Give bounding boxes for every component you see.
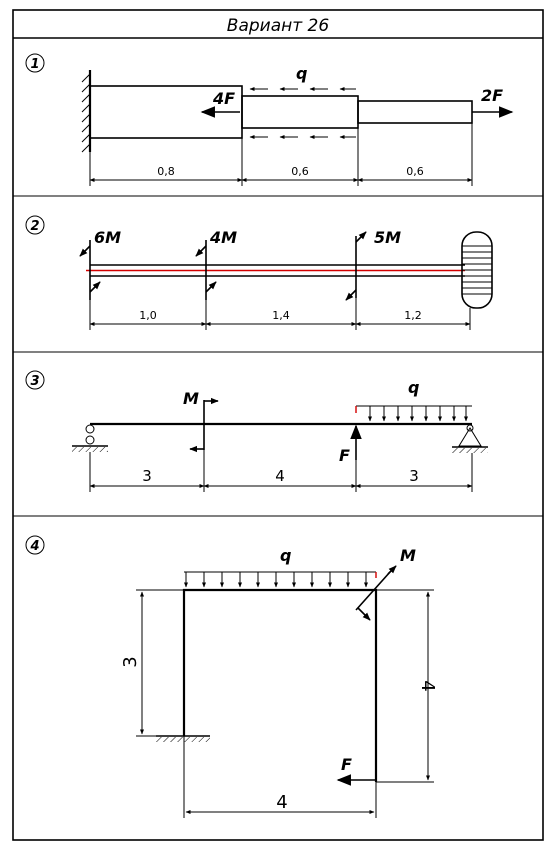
distributed-load-arrows — [249, 87, 356, 139]
problem-4-number-circle — [25, 535, 45, 555]
frame-height-right: 4 — [417, 680, 438, 691]
problem-2-panel: 2 6M 4M — [13, 215, 543, 353]
dimension-height-left — [136, 589, 184, 737]
frame-width: 4 — [276, 792, 287, 813]
frame — [182, 588, 378, 782]
distributed-load-q-4 — [184, 571, 377, 588]
beam-length-3: 3 — [409, 467, 419, 485]
force-2f-label: 2F — [481, 86, 503, 105]
dimension-lines-2 — [89, 298, 471, 330]
fixed-support — [156, 735, 210, 742]
variant-title: Вариант 26 — [227, 16, 330, 36]
shaft-length-3: 1,2 — [404, 309, 422, 322]
bar-segment-2 — [241, 95, 359, 129]
problem-3-panel: 3 M — [13, 370, 543, 517]
beam-length-1: 3 — [142, 467, 152, 485]
load-q-label-4: q — [280, 546, 291, 565]
roller-support-left — [72, 424, 108, 452]
problem-1-panel: 1 q 4F 2F — [13, 53, 543, 197]
moment-m-label: M — [183, 389, 199, 408]
problem-4-number: 4 — [29, 539, 39, 554]
problem-1-number: 1 — [30, 57, 39, 72]
wall-hatching — [81, 73, 91, 153]
dimension-height-right — [376, 589, 434, 783]
problem-3-number: 3 — [30, 374, 39, 389]
moment-m-label-4: M — [400, 546, 416, 565]
moment-m-symbol — [189, 397, 219, 453]
force-f-label: F — [339, 446, 350, 465]
torque-marker-5m — [345, 231, 367, 301]
torque-marker-4m — [195, 240, 217, 300]
problem-1-number-circle — [25, 53, 45, 73]
torque-6m-label: 6M — [94, 228, 121, 247]
load-q-label: q — [296, 64, 307, 83]
dimension-width — [183, 736, 377, 818]
problem-2-number: 2 — [30, 219, 39, 234]
beam-length-2: 4 — [275, 467, 285, 485]
pulley-wheel — [461, 231, 493, 309]
sheet-frame — [12, 9, 544, 841]
length-2: 0,6 — [291, 165, 309, 178]
shaft-length-2: 1,4 — [272, 309, 290, 322]
dimension-lines-3 — [89, 450, 473, 492]
problem-4-panel: 4 q — [25, 535, 438, 818]
problem-3-number-circle — [25, 370, 45, 390]
dimension-lines-1 — [89, 123, 473, 186]
bar-segment-3 — [357, 100, 473, 124]
frame-height-left: 3 — [120, 656, 141, 667]
force-4f-label: 4F — [212, 89, 235, 108]
problem-2-number-circle — [25, 215, 45, 235]
load-q-label-3: q — [408, 378, 419, 397]
shaft-length-1: 1,0 — [139, 309, 157, 322]
torque-marker-6m — [79, 240, 101, 300]
length-3: 0,6 — [406, 165, 424, 178]
force-f-label-4: F — [341, 755, 352, 774]
pin-support-right — [452, 424, 488, 453]
torque-4m-label: 4M — [209, 228, 237, 247]
moment-m-symbol-4 — [355, 565, 397, 621]
torque-5m-label: 5M — [374, 228, 401, 247]
distributed-load-q — [355, 405, 472, 422]
length-1: 0,8 — [157, 165, 175, 178]
